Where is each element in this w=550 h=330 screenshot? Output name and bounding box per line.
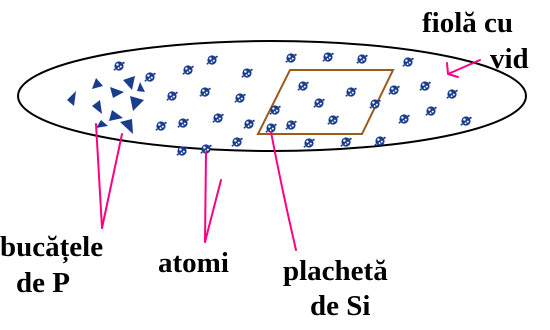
phosphorus-pointer (102, 134, 122, 228)
phosphorus-piece (92, 78, 103, 89)
atoms-label: atomi (158, 246, 229, 280)
phosphorus-piece (109, 110, 123, 121)
silicon-label-line-2: de Si (310, 289, 370, 323)
phosphorus-piece (123, 76, 135, 90)
atom (183, 65, 194, 74)
atoms-pointer (205, 180, 221, 242)
atom (200, 87, 211, 96)
atom (232, 137, 243, 146)
atom (403, 57, 414, 66)
atom (235, 93, 246, 102)
atom (447, 89, 458, 98)
atom (426, 106, 437, 115)
atom (370, 99, 381, 108)
phosphorus-piece (120, 119, 133, 134)
atom (298, 81, 309, 90)
atom (114, 61, 125, 70)
atom (323, 52, 334, 61)
atom (341, 137, 352, 146)
atom (375, 136, 386, 145)
vial-label-line-1: fiolă cu (422, 6, 513, 40)
atom (286, 53, 297, 62)
phosphorus-piece (67, 91, 76, 106)
silicon-label-line-1: plachetă (283, 254, 388, 288)
atom (346, 87, 357, 96)
atom (244, 119, 255, 128)
atom (167, 91, 178, 100)
phosphorus-piece (130, 96, 144, 111)
phosphorus-piece (137, 82, 145, 92)
atom (399, 114, 410, 123)
atom (286, 120, 297, 129)
atom (420, 81, 431, 90)
atoms-pointer (205, 152, 206, 242)
phosphorus-pieces (67, 76, 145, 134)
atom (207, 55, 218, 64)
atom (213, 113, 224, 122)
phosphorus-piece (92, 100, 102, 114)
atom (156, 121, 167, 130)
atom (304, 138, 315, 147)
atom (145, 72, 156, 81)
atom (328, 115, 339, 124)
phosphorus-label-line-2: de P (16, 266, 70, 300)
atom (357, 54, 368, 63)
vial-pointer (447, 60, 480, 77)
phosphorus-piece (110, 87, 124, 98)
wafer-pointer (271, 132, 296, 250)
atom (178, 118, 189, 127)
atom (242, 68, 253, 77)
phosphorus-pointer (96, 124, 102, 228)
phosphorus-piece (96, 120, 108, 128)
atom (314, 98, 325, 107)
vial-label-line-2: vid (490, 42, 529, 76)
phosphorus-label-line-1: bucățele (0, 230, 103, 264)
atom (461, 116, 472, 125)
atom (389, 85, 400, 94)
